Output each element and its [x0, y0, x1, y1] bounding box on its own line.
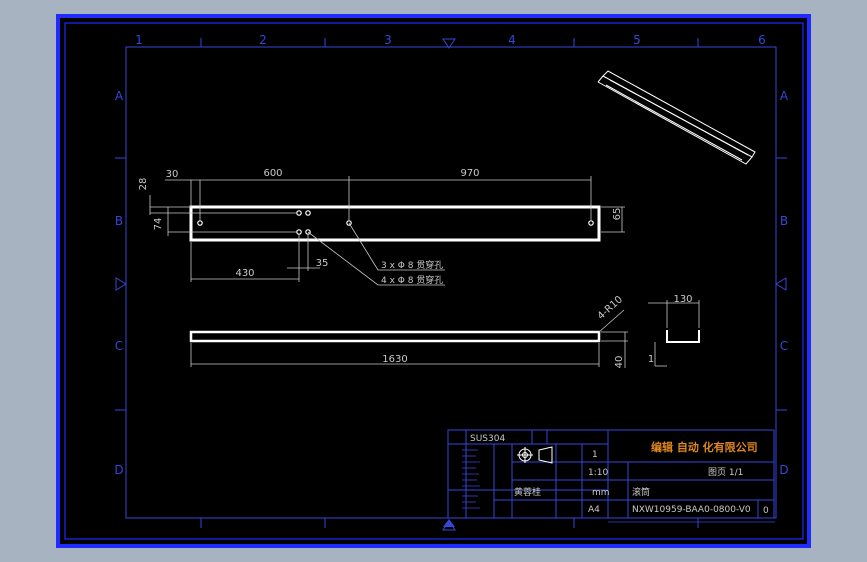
- dim-35: 35: [316, 258, 329, 269]
- dim-600: 600: [263, 168, 282, 179]
- side-view-dimension-lines: [648, 300, 700, 367]
- sheet-info: 图页 1/1: [708, 467, 743, 478]
- top-view-outline: [189, 205, 601, 242]
- side-view: [666, 330, 700, 343]
- dim-30: 30: [166, 169, 179, 180]
- designer-value: 黄蓉桂: [514, 486, 541, 498]
- row-label-b-left: B: [115, 214, 123, 228]
- dim-1: 1: [648, 354, 654, 365]
- callout-leaders: [307, 222, 445, 286]
- col-label-6: 6: [758, 33, 766, 47]
- col-label-3: 3: [384, 33, 392, 47]
- row-label-a-left: A: [115, 89, 124, 103]
- row-label-d-left: D: [114, 463, 123, 477]
- col-label-1: 1: [135, 33, 143, 47]
- callout-holes-4: 4 x Φ 8 贯穿孔: [381, 274, 443, 286]
- callout-holes-3: 3 x Φ 8 贯穿孔: [381, 259, 443, 271]
- hole: [588, 220, 594, 226]
- projection-symbol: [517, 446, 553, 464]
- col-label-2: 2: [259, 33, 267, 47]
- title-block-fine-print: [462, 449, 775, 523]
- paper-value: A4: [588, 505, 600, 515]
- title-block-arrow: [443, 519, 455, 527]
- row-label-a-right: A: [780, 89, 789, 103]
- paper-area: [56, 14, 811, 548]
- hole: [197, 220, 203, 226]
- dim-40: 40: [614, 356, 625, 369]
- isometric-view: [597, 70, 756, 165]
- qty-value: 1: [592, 450, 598, 460]
- front-view-dimension-lines: [190, 309, 628, 368]
- dim-28: 28: [138, 178, 149, 191]
- scale-value: 1:10: [588, 468, 608, 478]
- left-centering-mark: [115, 277, 127, 291]
- col-label-4: 4: [508, 33, 516, 47]
- unit-value: mm: [592, 488, 610, 498]
- dim-970: 970: [460, 168, 479, 179]
- hole: [296, 210, 302, 216]
- dim-74: 74: [153, 218, 164, 231]
- dim-1630: 1630: [382, 354, 407, 365]
- inner-frame: [64, 22, 804, 540]
- hole: [305, 210, 311, 216]
- title-block: [447, 429, 775, 519]
- material-value: SUS304: [470, 434, 505, 444]
- zone-ticks: [115, 38, 787, 528]
- dim-430: 430: [235, 268, 254, 279]
- col-label-5: 5: [633, 33, 641, 47]
- dim-130: 130: [673, 294, 692, 305]
- outer-frame: [56, 14, 811, 548]
- row-label-b-right: B: [780, 214, 788, 228]
- row-label-d-right: D: [779, 463, 788, 477]
- top-view-dimension-lines: [149, 176, 625, 282]
- hole: [296, 229, 302, 235]
- part-name-value: 滚筒: [632, 486, 650, 498]
- drawing-number: NXW10959-BAA0-0800-V0: [632, 505, 751, 515]
- row-label-c-left: C: [115, 339, 123, 353]
- revision-value: 0: [763, 506, 769, 516]
- top-centering-mark: [442, 38, 456, 49]
- row-label-c-right: C: [780, 339, 788, 353]
- top-view: [189, 205, 601, 242]
- company-name: 编辑 自动 化有限公司: [651, 440, 758, 454]
- dim-65: 65: [612, 208, 623, 221]
- right-centering-mark: [775, 277, 787, 291]
- front-view: [189, 330, 601, 343]
